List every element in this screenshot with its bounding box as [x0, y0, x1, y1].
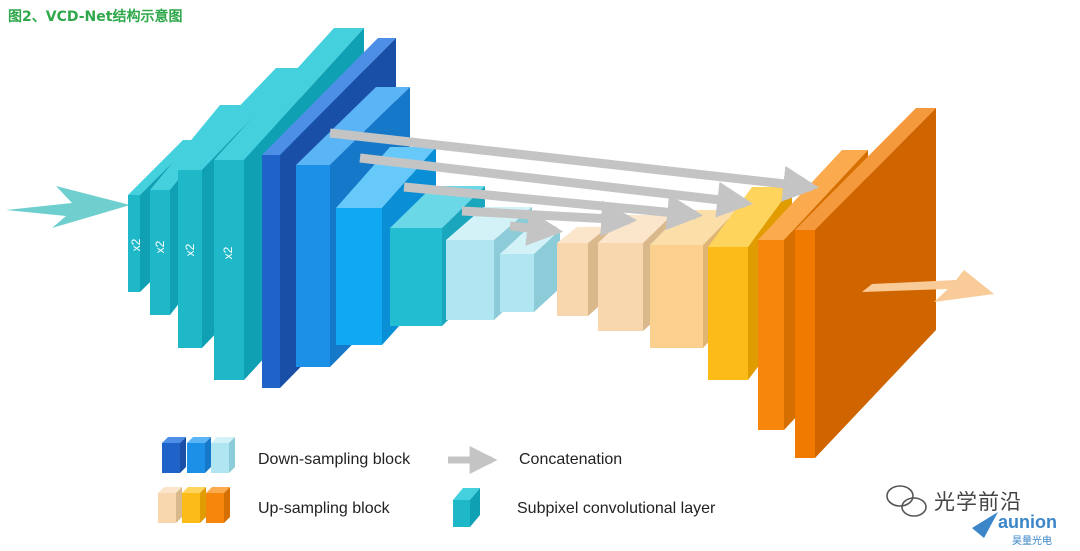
- x2-label-4: x2: [221, 246, 235, 259]
- concatenation-arrows: [329, 128, 820, 246]
- output-layer: [795, 108, 936, 458]
- legend-concat-label: Concatenation: [519, 451, 623, 468]
- legend-up-swatch: [158, 487, 230, 523]
- watermark-channel: 光学前沿: [934, 490, 1022, 514]
- down-block-6: [500, 230, 560, 312]
- concat-arrow-1: [329, 128, 820, 202]
- x2-label-3: x2: [183, 243, 197, 256]
- legend-subpixel-label: Subpixel convolutional layer: [517, 500, 716, 517]
- x2-label-1: x2: [129, 238, 143, 251]
- concat-arrow-3: [403, 182, 704, 231]
- watermark-brand: aunion: [998, 512, 1057, 532]
- wechat-icon: [886, 485, 927, 517]
- concat-arrow-5: [509, 209, 564, 246]
- input-arrow: [6, 186, 130, 228]
- aunion-logo-icon: [972, 512, 998, 538]
- watermark-brand-sub: 昊量光电: [1012, 536, 1052, 547]
- legend-up-label: Up-sampling block: [258, 500, 390, 517]
- legend-down-label: Down-sampling block: [258, 451, 411, 468]
- output-arrow: [862, 270, 994, 302]
- x2-label-2: x2: [153, 240, 167, 253]
- legend-down-swatch: [162, 437, 235, 473]
- legend-subpixel-swatch: [453, 488, 480, 527]
- figure-caption: 图2、VCD-Net结构示意图: [8, 9, 183, 25]
